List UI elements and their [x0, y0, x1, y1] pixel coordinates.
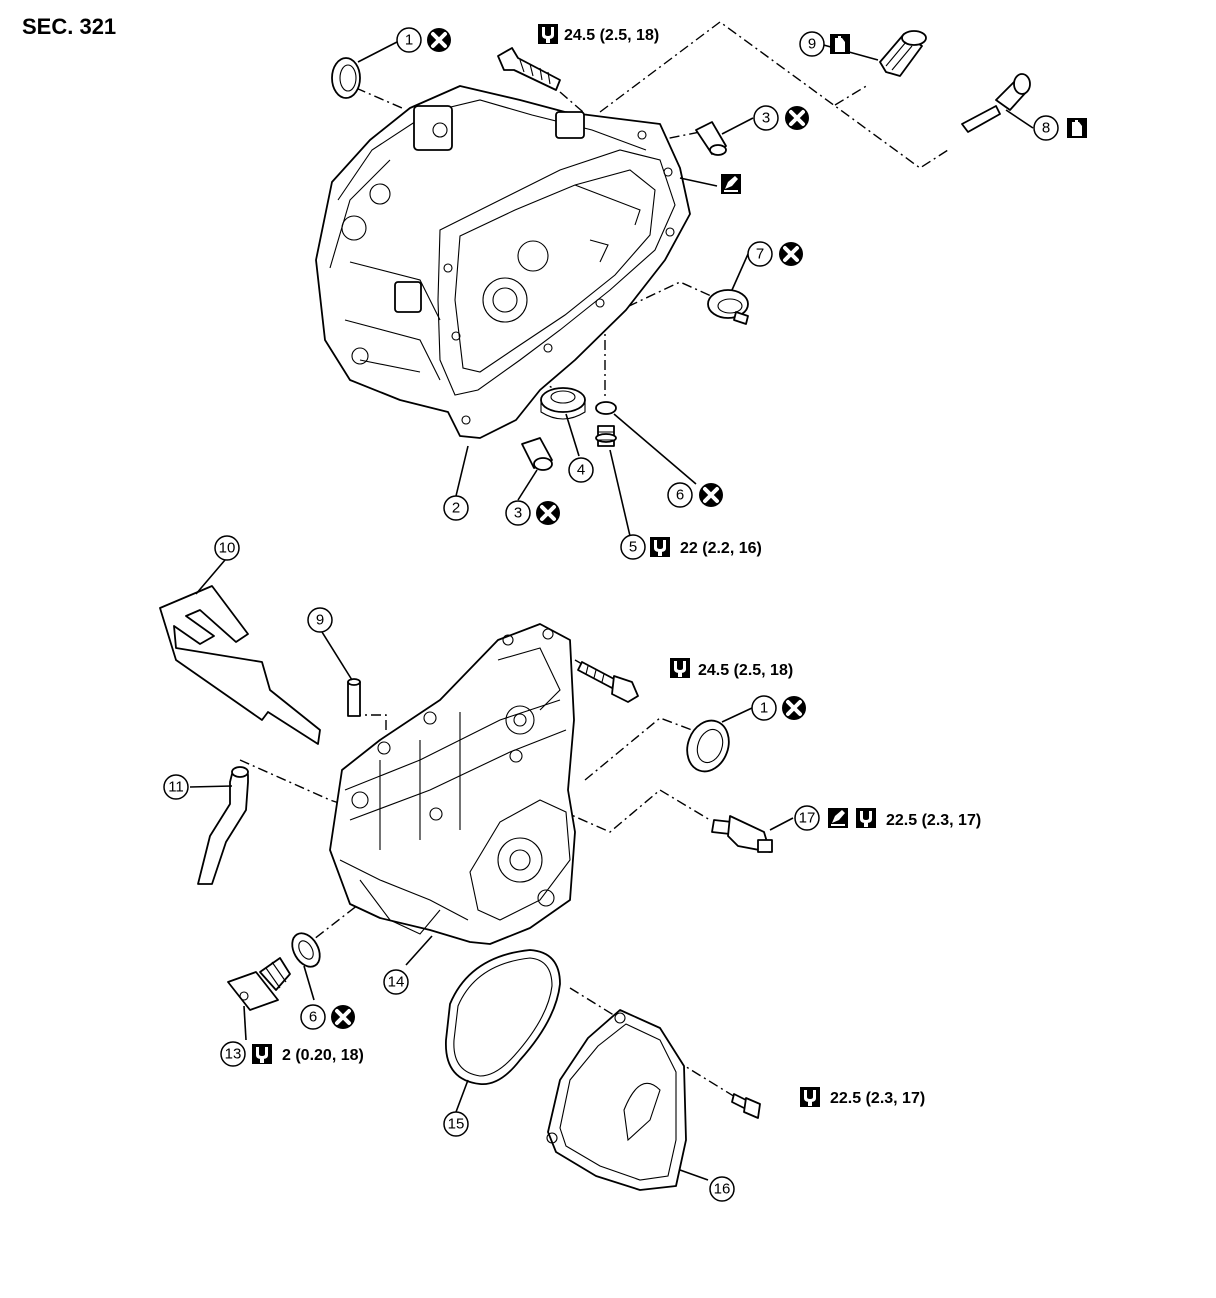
callout-number: 9 [316, 612, 324, 629]
callout-9: 9 [799, 31, 850, 57]
oil-seal-1 [331, 57, 361, 99]
callout-2: 2 [443, 495, 469, 521]
clutch-housing [315, 85, 691, 439]
transmission-case-assembly [159, 559, 794, 1191]
callout-number: 7 [756, 246, 764, 263]
callout-14: 14 [383, 969, 409, 995]
do-not-reuse-icon [697, 481, 725, 509]
do-not-reuse-icon [777, 240, 805, 268]
torque-value: 22.5 (2.3, 17) [830, 1090, 925, 1107]
callout-3-upper: 3 [753, 104, 811, 132]
callout-12: 11 [163, 774, 189, 800]
bracket-11 [159, 585, 321, 745]
dowel-pin-3-lower [521, 437, 553, 471]
oil-seal-1-lower [686, 719, 730, 773]
torque-wrench-icon [856, 808, 876, 828]
callout-6-upper: 6 [667, 481, 725, 509]
do-not-reuse-icon [425, 26, 453, 54]
torque-value: 24.5 (2.5, 18) [698, 662, 793, 679]
callout-number: 5 [629, 539, 637, 556]
callout-number: 2 [452, 500, 460, 517]
seal-4 [540, 387, 586, 420]
torque-value: 2 (0.20, 18) [282, 1047, 364, 1064]
plug-13 [227, 957, 291, 1011]
torque-wrench-icon [252, 1044, 272, 1064]
callout-5: 5 22 (2.2, 16) [620, 534, 762, 560]
callout-number: 6 [676, 487, 684, 504]
drain-plug-5 [595, 425, 617, 447]
cover-bolt [731, 1093, 761, 1119]
callout-number: 3 [514, 505, 522, 522]
o-ring-15 [445, 949, 561, 1085]
do-not-reuse-icon [329, 1003, 357, 1031]
torque-value: 22.5 (2.3, 17) [886, 812, 981, 829]
callout-number: 16 [714, 1181, 731, 1198]
torque-wrench-icon [670, 658, 690, 678]
clutch-housing-assembly [315, 21, 1034, 537]
callout-13: 13 2 (0.20, 18) [220, 1041, 364, 1067]
callout-1-upper: 1 [396, 26, 453, 54]
torque-spec-upper-bolt: 24.5 (2.5, 18) [538, 24, 659, 44]
callout-3-lower: 3 [505, 499, 562, 527]
callout-number: 4 [577, 462, 585, 479]
callout-number: 11 [168, 779, 184, 796]
torque-wrench-icon [538, 24, 558, 44]
dowel-pin-3-upper [695, 121, 727, 156]
callout-4: 4 [568, 457, 594, 483]
torque-spec-lower-bolt: 24.5 (2.5, 18) [670, 658, 793, 679]
callout-number: 8 [1042, 120, 1050, 137]
torque-wrench-icon [650, 537, 670, 557]
washer-6-upper [595, 401, 617, 415]
callout-number: 13 [225, 1046, 242, 1063]
callout-11: 10 [214, 535, 240, 561]
callout-number: 14 [388, 974, 405, 991]
do-not-reuse-icon [534, 499, 562, 527]
torque-value: 24.5 (2.5, 18) [564, 27, 659, 44]
grease-icon [830, 34, 850, 54]
do-not-reuse-icon [780, 694, 808, 722]
plug-7 [707, 289, 749, 325]
part-9-sensor [879, 30, 927, 77]
callout-number: 9 [808, 36, 816, 53]
sealant-icon [828, 808, 848, 828]
breather-tube-12 [197, 766, 249, 885]
washer-6-lower [291, 932, 321, 968]
callout-number: 3 [762, 110, 770, 127]
torque-wrench-icon [800, 1087, 820, 1107]
callout-17: 17 22.5 (2.3, 17) [794, 805, 981, 831]
transmission-case [329, 623, 576, 945]
grease-icon [1067, 118, 1087, 138]
switch-17 [711, 815, 773, 853]
callout-10: 9 [307, 607, 333, 633]
housing-bolt [497, 47, 561, 91]
callout-6-lower: 6 [300, 1003, 357, 1031]
callout-7: 7 [747, 240, 805, 268]
torque-value: 22 (2.2, 16) [680, 540, 762, 557]
callout-number: 1 [405, 32, 413, 49]
callout-number: 15 [448, 1116, 465, 1133]
cover-16 [546, 1009, 687, 1191]
case-bolt [577, 661, 639, 703]
callout-number: 17 [799, 810, 816, 827]
callout-15: 15 [443, 1111, 469, 1137]
do-not-reuse-icon [783, 104, 811, 132]
part-8-switch [961, 73, 1031, 133]
pin-10 [347, 678, 361, 717]
torque-spec-cover-bolt: 22.5 (2.3, 17) [800, 1087, 925, 1107]
sealant-icon [721, 174, 741, 194]
section-title: SEC. 321 [22, 14, 116, 39]
callout-16: 16 [709, 1176, 735, 1202]
callout-number: 6 [309, 1009, 317, 1026]
callout-8: 8 [1033, 115, 1087, 141]
callout-number: 10 [219, 540, 236, 557]
callout-number: 1 [760, 700, 768, 717]
callout-1-lower: 1 [751, 694, 808, 722]
